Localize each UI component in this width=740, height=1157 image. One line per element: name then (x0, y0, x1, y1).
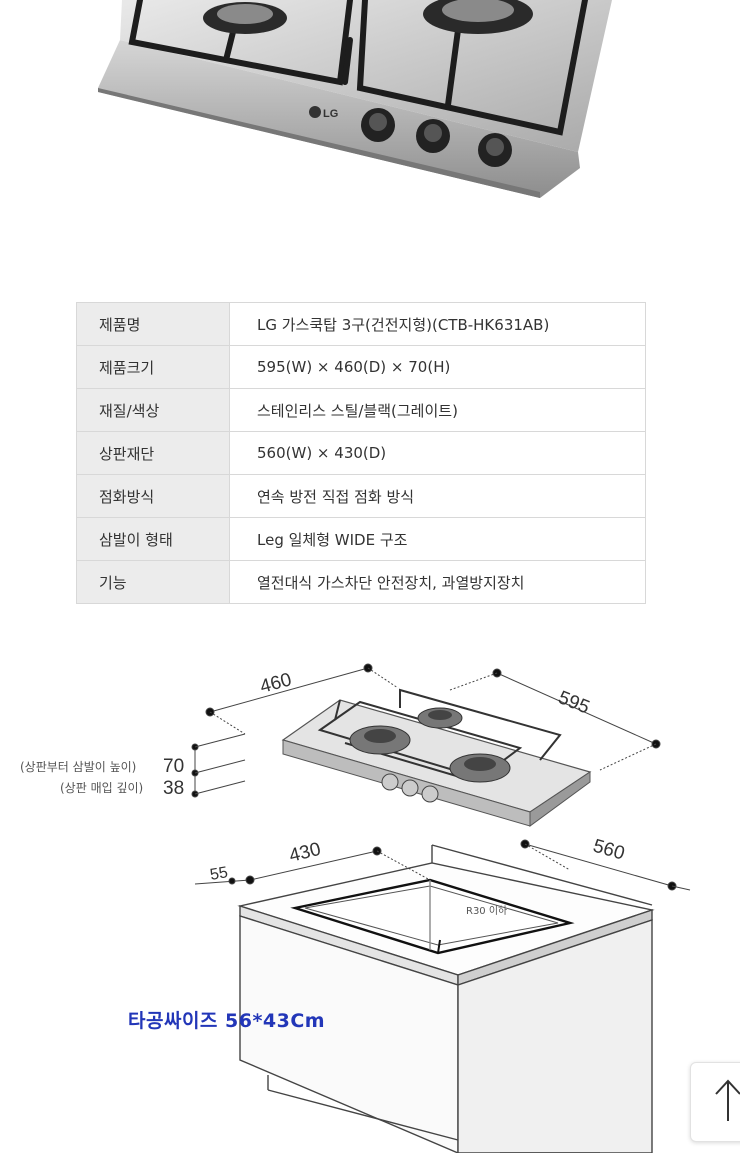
spec-label: 삼발이 형태 (76, 517, 230, 561)
spec-value: Leg 일체형 WIDE 구조 (229, 517, 646, 561)
radius-note: R30 이하 (466, 904, 507, 917)
scroll-top-button[interactable] (690, 1062, 740, 1142)
height-note: (상판부터 삼발이 높이) (20, 760, 136, 774)
spec-label: 제품크기 (76, 345, 230, 389)
spec-value: 스테인리스 스틸/블랙(그레이트) (229, 388, 646, 432)
width-dimension: 595 (555, 687, 592, 718)
dimension-lines (191, 663, 661, 798)
offset-dimension: 55 (209, 864, 230, 884)
cut-dimension-lines (194, 839, 691, 891)
installation-diagram: 460 595 (상판부터 삼발이 높이) 70 (상판 매입 깊이) 38 (0, 640, 740, 1155)
cut-size-text: 타공싸이즈 56*43Cm (128, 1010, 326, 1032)
spec-label: 기능 (76, 560, 230, 604)
spec-value: 560(W) × 430(D) (229, 431, 646, 475)
spec-table: 제품명 LG 가스쿡탑 3구(건전지형)(CTB-HK631AB) 제품크기 5… (76, 302, 646, 604)
table-row: 상판재단 560(W) × 430(D) (76, 431, 646, 475)
spec-value: 연속 방전 직접 점화 방식 (229, 474, 646, 518)
spec-label: 제품명 (76, 302, 230, 346)
table-row: 점화방식 연속 방전 직접 점화 방식 (76, 474, 646, 518)
spec-label: 재질/색상 (76, 388, 230, 432)
cut-depth-dimension: 430 (287, 839, 323, 867)
cut-width-dimension: 560 (591, 836, 627, 865)
table-row: 제품크기 595(W) × 460(D) × 70(H) (76, 345, 646, 389)
table-row: 재질/색상 스테인리스 스틸/블랙(그레이트) (76, 388, 646, 432)
table-row: 삼발이 형태 Leg 일체형 WIDE 구조 (76, 517, 646, 561)
height-dimension: 70 (163, 756, 184, 777)
cooktop-illustration (281, 688, 592, 827)
spec-value: LG 가스쿡탑 3구(건전지형)(CTB-HK631AB) (229, 302, 646, 346)
spec-label: 상판재단 (76, 431, 230, 475)
depth-dimension: 460 (258, 669, 294, 697)
counter-illustration (237, 844, 655, 1155)
spec-value: 열전대식 가스차단 안전장치, 과열방지장치 (229, 560, 646, 604)
spec-label: 점화방식 (76, 474, 230, 518)
product-photo: LG (0, 0, 740, 210)
table-row: 기능 열전대식 가스차단 안전장치, 과열방지장치 (76, 560, 646, 604)
brand-logo: LG (323, 108, 338, 120)
table-row: 제품명 LG 가스쿡탑 3구(건전지형)(CTB-HK631AB) (76, 302, 646, 346)
arrow-up-icon (715, 1079, 740, 1121)
embed-note: (상판 매입 깊이) (60, 781, 143, 795)
embed-dimension: 38 (163, 778, 184, 799)
spec-value: 595(W) × 460(D) × 70(H) (229, 345, 646, 389)
